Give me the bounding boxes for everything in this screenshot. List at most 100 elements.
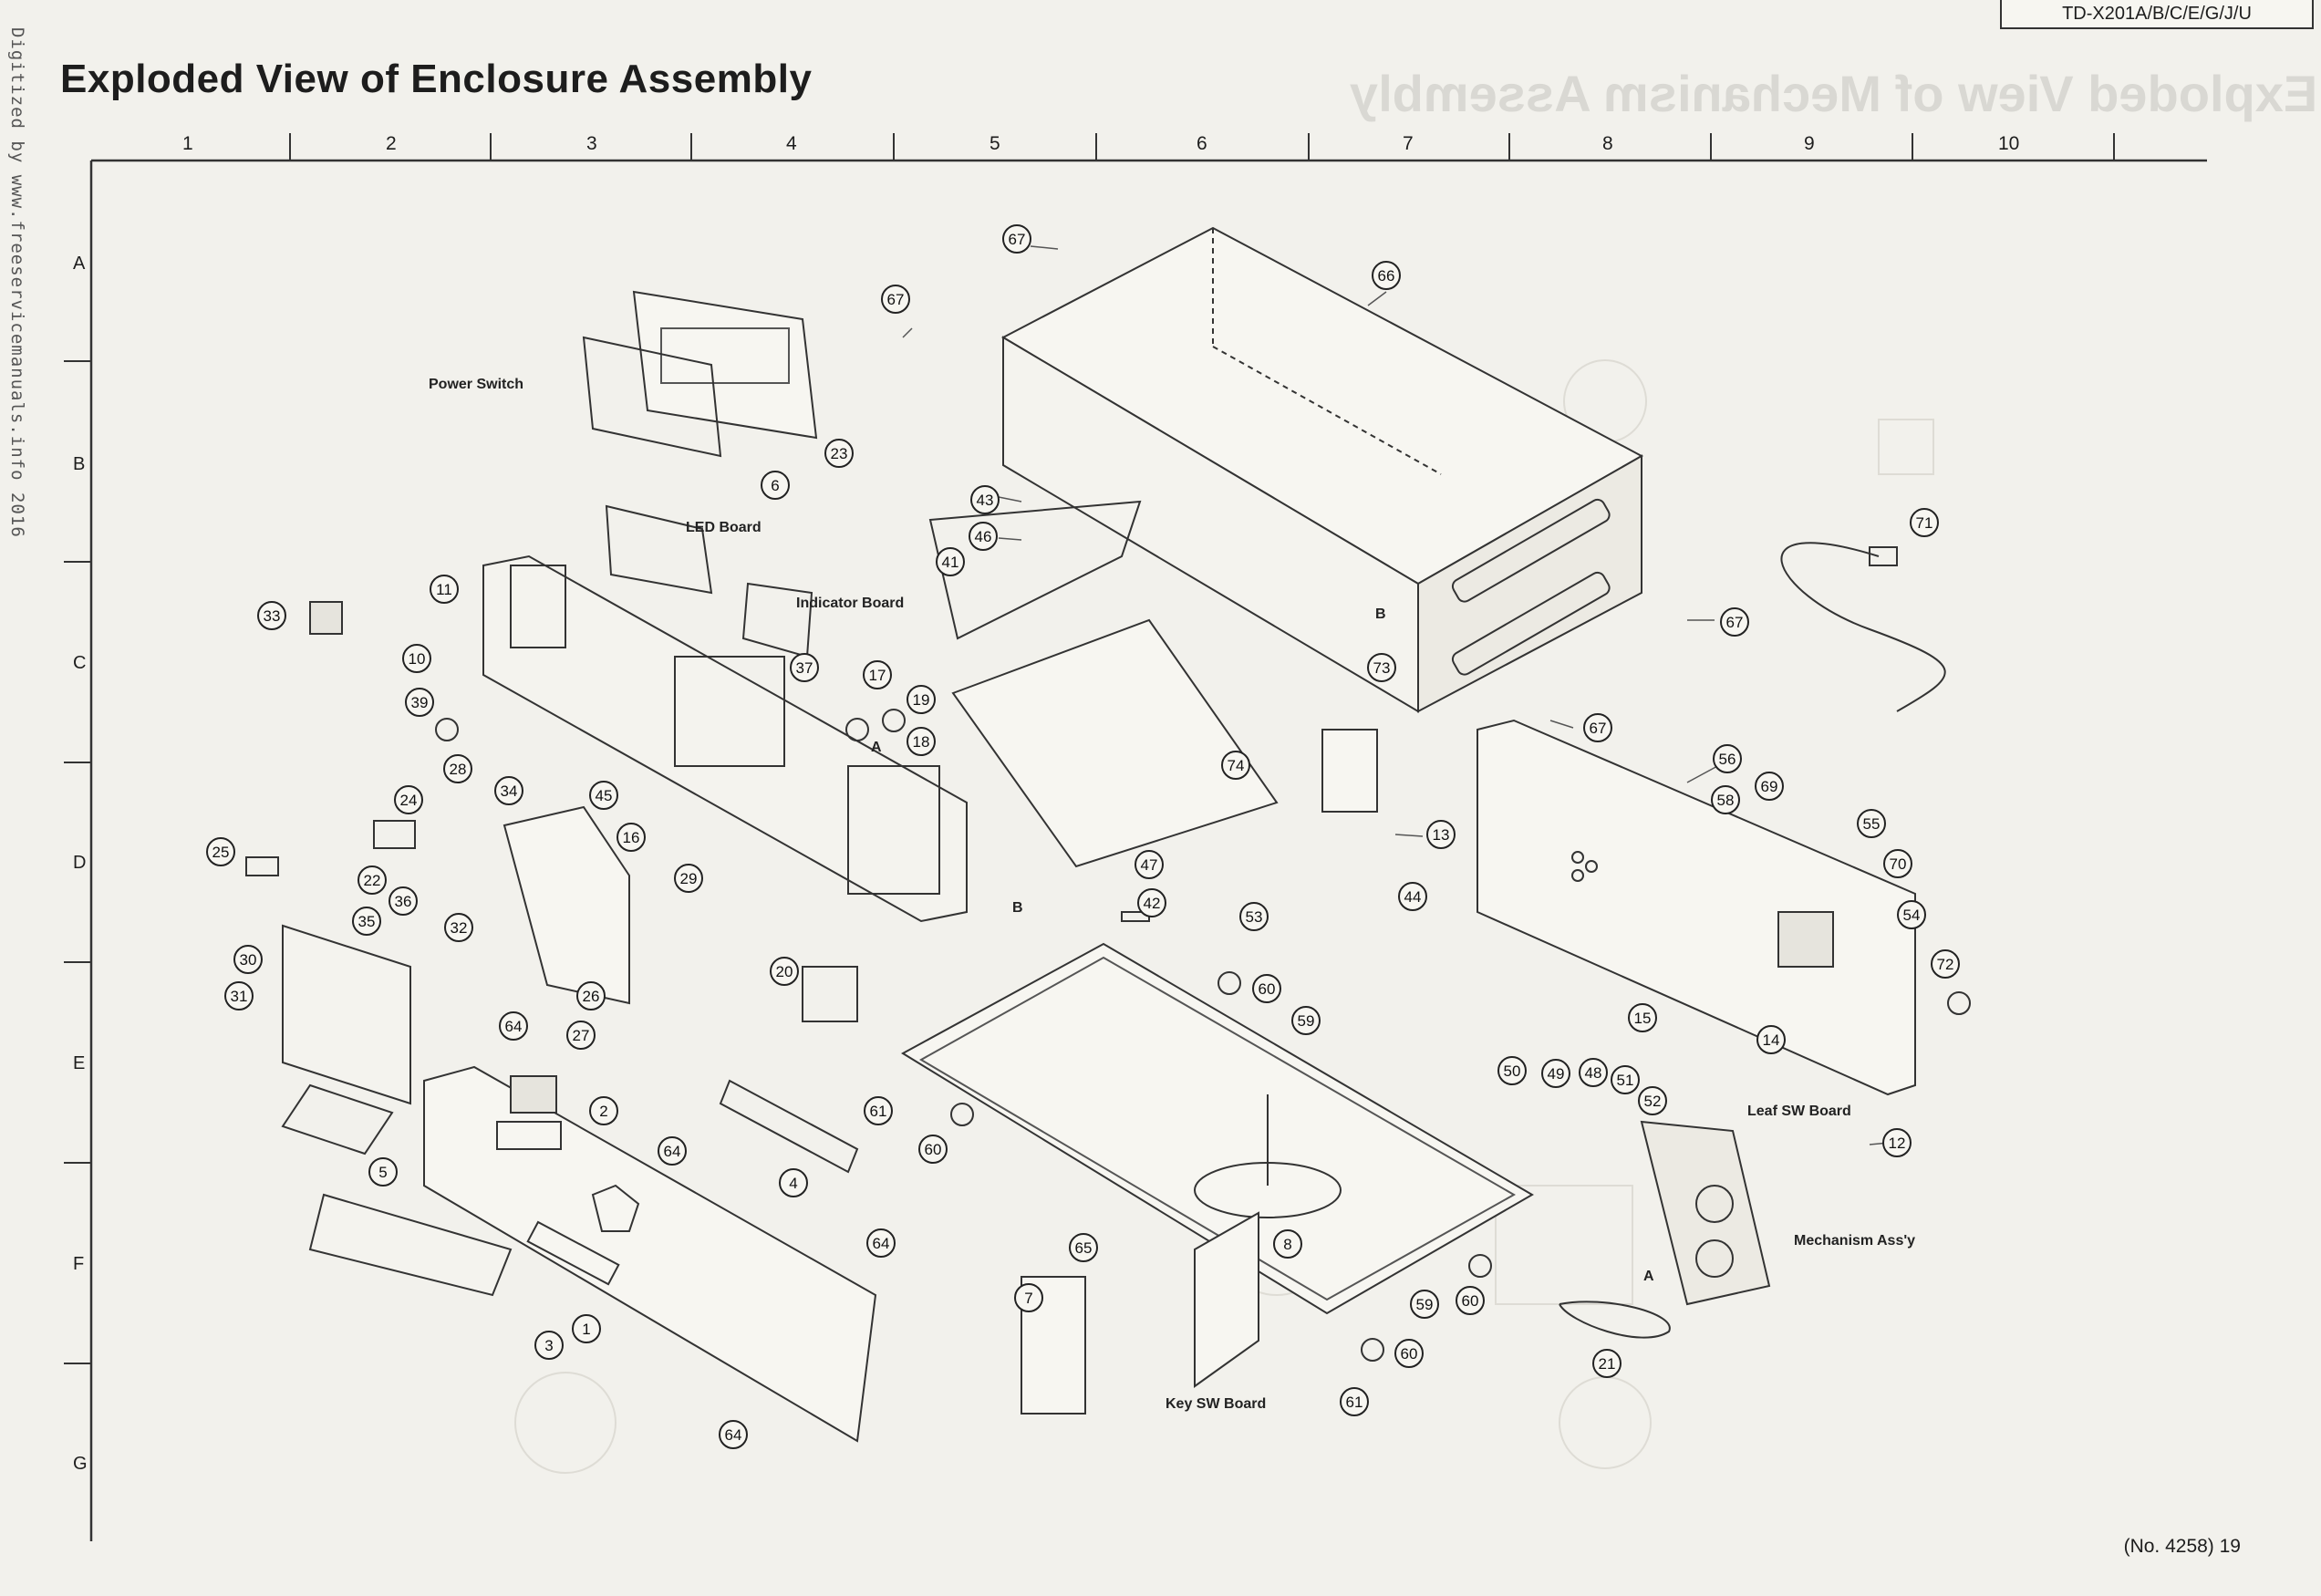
callout-circle [1252, 974, 1281, 1003]
callout-71: 71 [1910, 508, 1939, 537]
callout-number: 61 [1346, 1394, 1363, 1411]
callout-3: 3 [534, 1331, 564, 1360]
callout-64: 64 [866, 1228, 896, 1258]
callout-number: 1 [582, 1321, 590, 1338]
grid-column-label: 10 [1998, 133, 2020, 154]
callout-number: 5 [378, 1164, 387, 1181]
callout-number: 16 [623, 829, 640, 846]
callout-circle [1456, 1286, 1485, 1315]
callout-31: 31 [224, 981, 254, 1010]
callout-circle [1583, 713, 1612, 742]
callout-circle [674, 864, 703, 893]
callout-32: 32 [444, 913, 473, 942]
callout-number: 11 [436, 581, 452, 598]
grid-column-label: 6 [1197, 133, 1207, 154]
callout-number: 42 [1144, 895, 1161, 912]
callout-circle [1137, 888, 1166, 917]
callout-24: 24 [394, 785, 423, 814]
callout-circle [1367, 653, 1396, 682]
callout-67: 67 [1002, 224, 1031, 254]
callout-number: 67 [1726, 614, 1744, 631]
callout-59: 59 [1410, 1290, 1439, 1319]
callout-circle [907, 727, 936, 756]
label-power-switch: Power Switch [429, 377, 523, 392]
callout-circle [1426, 820, 1456, 849]
callout-circle [443, 754, 472, 783]
callout-13: 13 [1426, 820, 1456, 849]
callout-41: 41 [936, 547, 965, 576]
callout-circle [1592, 1349, 1622, 1378]
callout-number: 32 [451, 919, 468, 937]
callout-number: 67 [887, 291, 905, 308]
callout-number: 30 [240, 951, 257, 969]
callout-70: 70 [1883, 849, 1912, 878]
callout-14: 14 [1756, 1025, 1786, 1054]
callout-number: 60 [925, 1141, 942, 1158]
callout-44: 44 [1398, 882, 1427, 911]
callout-number: 22 [364, 872, 381, 889]
callout-circle [1221, 751, 1250, 780]
callout-number: 12 [1889, 1135, 1906, 1152]
callout-number: 4 [789, 1175, 797, 1192]
callout-circle [224, 981, 254, 1010]
callout-number: 33 [264, 607, 281, 625]
display-window [582, 290, 818, 458]
callout-number: 19 [913, 691, 930, 709]
callout-circle [1579, 1058, 1608, 1087]
page-title: Exploded View of Enclosure Assembly [60, 57, 813, 101]
callout-60: 60 [1456, 1286, 1485, 1315]
callout-37: 37 [790, 653, 819, 682]
callout-56: 56 [1713, 744, 1742, 773]
callout-53: 53 [1239, 902, 1269, 931]
callout-number: 3 [544, 1337, 553, 1354]
callout-35: 35 [352, 907, 381, 936]
callout-1: 1 [572, 1314, 601, 1343]
callout-circle [444, 913, 473, 942]
callout-number: 71 [1916, 514, 1933, 532]
grid-column-label: 2 [386, 133, 397, 154]
callout-64: 64 [719, 1420, 748, 1449]
power-cord [1780, 542, 1946, 712]
callout-circle [1372, 261, 1401, 290]
callout-61: 61 [864, 1096, 893, 1125]
callout-55: 55 [1857, 809, 1886, 838]
callout-number: 50 [1504, 1062, 1521, 1080]
callout-46: 46 [969, 522, 998, 551]
callout-54: 54 [1897, 900, 1926, 929]
callout-circle [864, 1096, 893, 1125]
grid-column-label: 7 [1403, 133, 1414, 154]
callout-circle [576, 981, 606, 1010]
callout-65: 65 [1069, 1233, 1098, 1262]
callout-number: 60 [1259, 980, 1276, 998]
callout-circle [1628, 1003, 1657, 1032]
page-number: (No. 4258) 19 [2123, 1536, 2241, 1557]
callout-circle [1002, 224, 1031, 254]
callout-number: 60 [1401, 1345, 1418, 1363]
callout-43: 43 [970, 485, 1000, 514]
callout-circle [761, 471, 790, 500]
grid-column-label: 5 [990, 133, 1000, 154]
pcb-boards [605, 500, 1378, 1388]
callout-18: 18 [907, 727, 936, 756]
callout-number: 7 [1024, 1290, 1032, 1307]
callout-number: 59 [1298, 1012, 1315, 1030]
callout-circle [430, 575, 459, 604]
callout-number: 48 [1585, 1064, 1602, 1082]
callout-circle [770, 957, 799, 986]
grid-row-label: E [73, 1053, 86, 1073]
callout-number: 20 [776, 963, 793, 980]
callout-circle [352, 907, 381, 936]
callout-circle [1713, 744, 1742, 773]
digitized-watermark: Digitized by www.freeservicemanuals.info… [7, 27, 27, 538]
mechanism-assembly [1559, 1120, 1771, 1339]
callout-64: 64 [499, 1011, 528, 1041]
callout-number: 55 [1863, 815, 1881, 833]
label-indicator-board: Indicator Board [796, 596, 904, 611]
callout-number: 24 [400, 792, 418, 809]
callout-11: 11 [430, 575, 459, 604]
callout-number: 17 [869, 667, 886, 684]
callout-51: 51 [1611, 1065, 1640, 1094]
callout-circle [572, 1314, 601, 1343]
grid-row-label: C [73, 653, 87, 673]
